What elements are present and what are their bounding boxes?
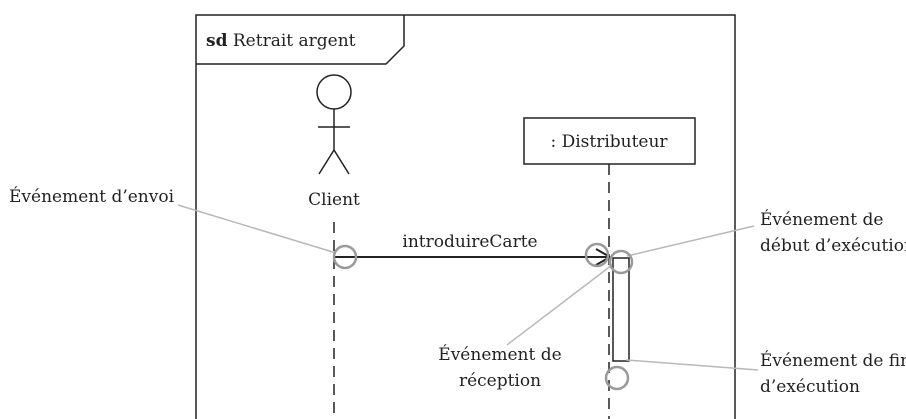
end-exec-event-marker bbox=[604, 365, 630, 391]
end-exec-annotation-line2: d’exécution bbox=[760, 377, 860, 397]
start-exec-callout-line bbox=[626, 225, 755, 257]
frame-title: sd Retrait argent bbox=[206, 31, 356, 51]
execution-bar bbox=[612, 257, 630, 362]
frame-keyword: sd bbox=[206, 31, 228, 51]
start-exec-annotation-line1: Événement de bbox=[760, 209, 883, 230]
receive-callout-line bbox=[506, 264, 613, 346]
send-event-annotation: Événement d’envoi bbox=[9, 186, 175, 207]
send-event-marker bbox=[332, 244, 358, 270]
receive-annotation-line1: Événement de bbox=[438, 344, 561, 365]
frame-name: Retrait argent bbox=[233, 31, 356, 51]
distributeur-label: : Distributeur bbox=[550, 132, 668, 152]
end-exec-annotation-line1: Événement de fin bbox=[760, 350, 906, 371]
client-actor-icon bbox=[316, 74, 352, 175]
frame-name-tab bbox=[196, 15, 405, 65]
start-exec-event-marker bbox=[608, 249, 634, 275]
end-exec-callout-line bbox=[625, 359, 759, 371]
diagram-frame bbox=[195, 14, 736, 419]
client-label: Client bbox=[308, 190, 360, 210]
distributeur-box bbox=[523, 117, 696, 165]
message-label: introduireCarte bbox=[402, 232, 537, 252]
send-event-callout-line bbox=[177, 204, 337, 254]
receive-event-marker bbox=[584, 242, 610, 268]
start-exec-annotation-line2: début d’exécution bbox=[760, 236, 906, 256]
receive-annotation-line2: réception bbox=[459, 371, 541, 391]
